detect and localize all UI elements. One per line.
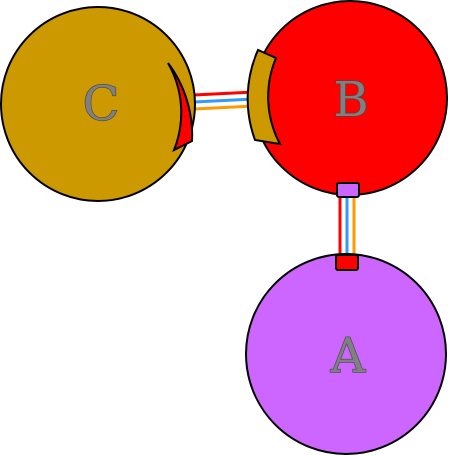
node-b-bottom-port: [336, 182, 360, 198]
link-c-b: [193, 90, 255, 111]
link-b-a: [338, 195, 356, 258]
node-b-label: B: [333, 72, 368, 128]
node-c-circle: [0, 6, 196, 202]
node-c-label: C: [83, 76, 120, 132]
node-b[interactable]: B: [246, 0, 448, 198]
node-b-port: [246, 48, 282, 146]
node-c[interactable]: C: [0, 6, 196, 202]
node-a-label: A: [330, 328, 367, 384]
link-c-b-orange-stripe: [193, 104, 255, 111]
node-c-port: [167, 62, 194, 153]
node-a[interactable]: A: [245, 253, 447, 455]
link-c-b-blue-stripe: [193, 97, 255, 104]
link-c-b-red-stripe: [193, 90, 255, 97]
node-a-top-port: [335, 254, 359, 271]
